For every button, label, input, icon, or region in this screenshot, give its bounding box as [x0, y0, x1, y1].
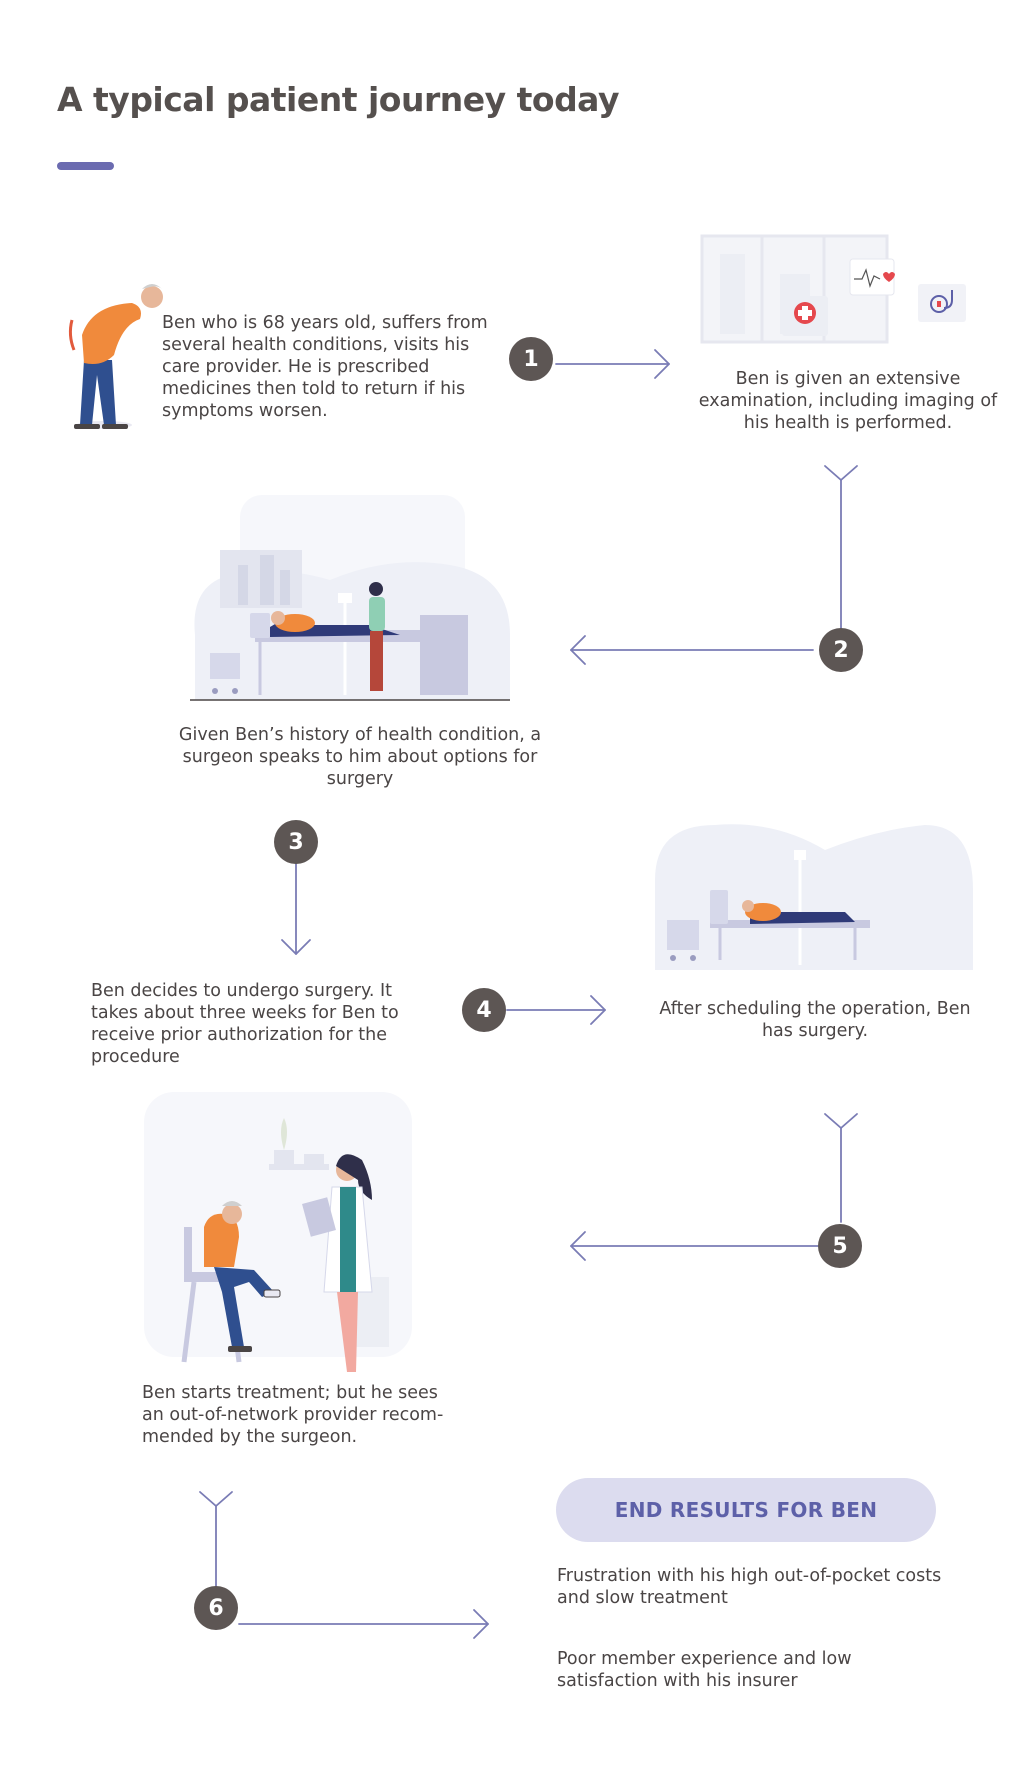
old-man-back-pain-icon	[62, 275, 167, 435]
step-5-badge: 5	[818, 1224, 862, 1268]
step-5-text: Ben starts treatment; but he sees an out…	[142, 1382, 462, 1448]
clinic-monitor-icon	[700, 234, 972, 344]
end-results-pill: END RESULTS FOR BEN	[556, 1478, 936, 1542]
step-4-badge: 4	[462, 988, 506, 1032]
arrow-head-down-5	[825, 1114, 857, 1128]
step-3-text: Ben decides to undergo surgery. It takes…	[91, 980, 421, 1068]
step-1-text: Ben who is 68 years old, suffers from se…	[162, 312, 502, 422]
step-1-result-text: Ben is given an extensive examination, i…	[692, 368, 1004, 434]
step-6-badge: 6	[194, 1586, 238, 1630]
step-3-badge: 3	[274, 820, 318, 864]
end-result-item-2: Poor member experience and low satisfact…	[557, 1648, 957, 1692]
hospital-bed-scene-icon	[190, 495, 520, 705]
step-4-text: After scheduling the operation, Ben has …	[655, 998, 975, 1042]
arrow-head-down-6	[200, 1492, 232, 1506]
doctor-consult-icon	[144, 1092, 414, 1382]
arrow-head-down-2	[825, 466, 857, 480]
step-1-badge: 1	[509, 337, 553, 381]
step-2-text: Given Ben’s history of health condition,…	[170, 724, 550, 790]
surgery-bed-icon	[655, 820, 973, 970]
end-result-item-1: Frustration with his high out-of-pocket …	[557, 1565, 957, 1609]
step-2-badge: 2	[819, 628, 863, 672]
